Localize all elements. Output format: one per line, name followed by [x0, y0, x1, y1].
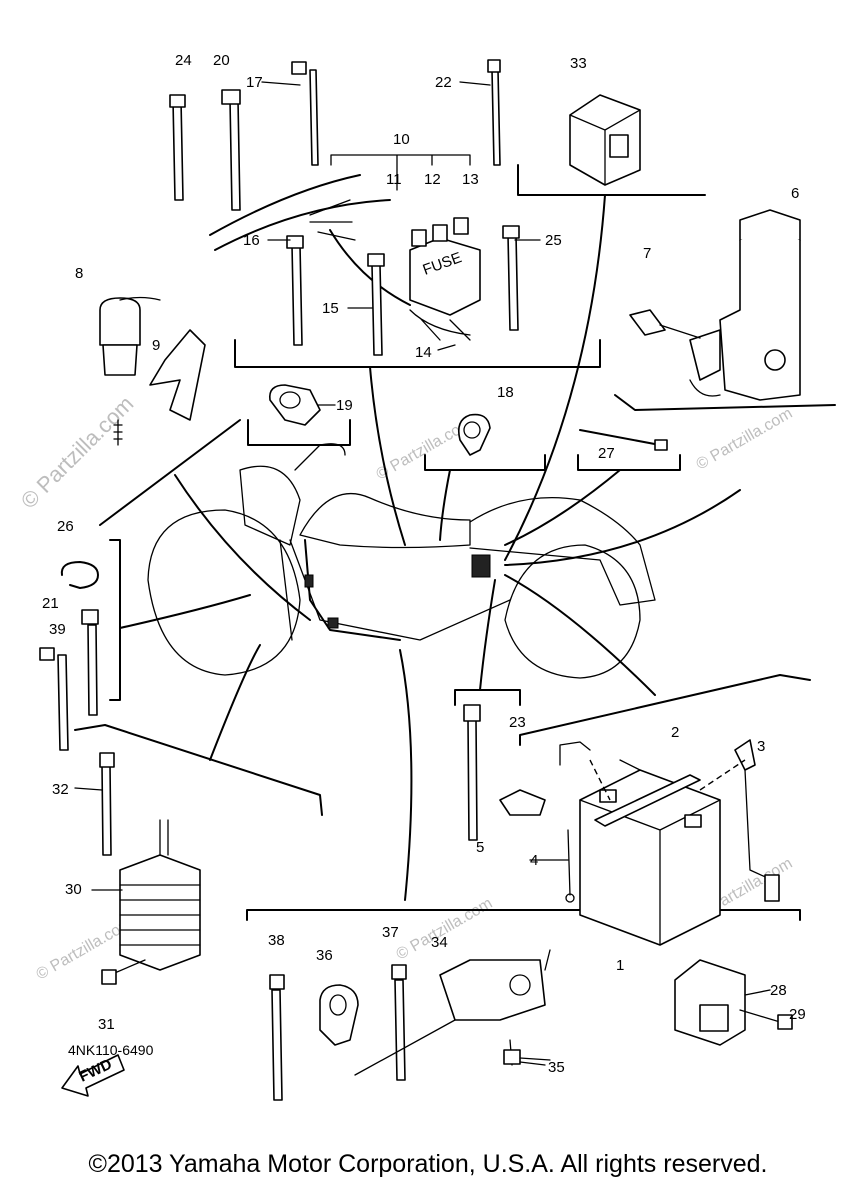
- drawing-code: 4NK110-6490: [68, 1042, 154, 1058]
- callout-21: 21: [42, 595, 59, 612]
- part-8-switch: [99, 296, 161, 446]
- callout-38: 38: [268, 932, 285, 949]
- callout-4: 4: [530, 852, 538, 869]
- group-brackets: [74, 164, 836, 921]
- battery-connection-dash: [589, 759, 746, 801]
- callout-9: 9: [152, 337, 160, 354]
- part-34-sensor: [354, 949, 551, 1076]
- callout-leaders: [74, 81, 771, 1066]
- callout-1: 1: [616, 957, 624, 974]
- bracket-relay: [517, 164, 706, 196]
- callout-25: 25: [545, 232, 562, 249]
- motorcycle-outline: [147, 443, 656, 679]
- callout-19: 19: [336, 397, 353, 414]
- callout-31: 31: [98, 1016, 115, 1033]
- callout-26: 26: [57, 518, 74, 535]
- callout-29: 29: [789, 1006, 806, 1023]
- fender: [239, 465, 301, 546]
- callout-18: 18: [497, 384, 514, 401]
- callout-27: 27: [598, 445, 615, 462]
- callout-14: 14: [415, 344, 432, 361]
- part-31-bolt: [101, 959, 146, 985]
- callout-28: 28: [770, 982, 787, 999]
- watermark: © Partzilla.com: [394, 895, 496, 964]
- part-7-bolt: [629, 309, 701, 339]
- part-29-screw: [739, 1009, 793, 1030]
- callout-17: 17: [246, 74, 263, 91]
- part-28-unit: [674, 959, 746, 1046]
- part-3-cable: [734, 739, 780, 902]
- callout-10: 10: [393, 131, 410, 148]
- callout-34: 34: [431, 934, 448, 951]
- callout-7: 7: [643, 245, 651, 262]
- fwd-arrow: FWD: [61, 1054, 125, 1097]
- part-33-relay: [569, 94, 641, 186]
- callout-3: 3: [757, 738, 765, 755]
- callout-5: 5: [476, 839, 484, 856]
- callout-37: 37: [382, 924, 399, 941]
- callout-16: 16: [243, 232, 260, 249]
- part-27-tie: [579, 429, 668, 451]
- bracket-left-top: [99, 419, 241, 526]
- part-2-strap: [594, 774, 701, 827]
- bracket-27: [577, 454, 681, 471]
- callout-20: 20: [213, 52, 230, 69]
- part-18-clamp: [457, 413, 491, 456]
- bracket-fusebox: [234, 339, 601, 368]
- part-36-clamp: [319, 984, 359, 1046]
- part-26-clip: [60, 561, 99, 589]
- harness-on-bike: [304, 539, 491, 641]
- part-4-cable: [559, 741, 591, 903]
- callout-12: 12: [424, 171, 441, 188]
- callout-15: 15: [322, 300, 339, 317]
- callout-23: 23: [509, 714, 526, 731]
- callout-11: 11: [386, 171, 402, 188]
- callout-32: 32: [52, 781, 69, 798]
- part-35-bolt: [503, 1039, 521, 1066]
- callout-8: 8: [75, 265, 83, 282]
- callout-35: 35: [548, 1059, 565, 1076]
- part-6-ignition: [689, 209, 801, 401]
- callout-36: 36: [316, 947, 333, 964]
- watermark: © Partzilla.com: [16, 391, 139, 514]
- front-wheel: [147, 509, 301, 676]
- bracket-19: [247, 419, 351, 446]
- callout-30: 30: [65, 881, 82, 898]
- seat: [469, 497, 656, 606]
- bracket-23: [454, 689, 521, 706]
- part-19-clamp: [268, 384, 321, 426]
- part-30-rectifier: [119, 819, 201, 971]
- part-5-holder: [499, 789, 546, 816]
- bracket-18: [424, 454, 546, 471]
- bracket-rectifier: [74, 724, 323, 816]
- bracket-battery: [519, 674, 811, 746]
- part-9-bracket: [149, 329, 206, 421]
- callout-33: 33: [570, 55, 587, 72]
- fuel-tank: [299, 493, 471, 549]
- fork: [279, 539, 293, 641]
- callout-numbers: 1 2 3 4 5 6 7 8 9 10 11 12 13 14 15 16 1…: [42, 52, 806, 1076]
- bracket-ignition: [614, 394, 836, 411]
- fusebox-assembly: FUSE: [209, 154, 481, 341]
- callout-39: 39: [49, 621, 66, 638]
- bracket-bottom: [246, 909, 801, 921]
- handlebar: [294, 443, 346, 471]
- callout-22: 22: [435, 74, 452, 91]
- callout-2: 2: [671, 724, 679, 741]
- watermark: © Partzilla.com: [694, 405, 796, 474]
- callout-13: 13: [462, 171, 479, 188]
- callout-24: 24: [175, 52, 192, 69]
- bracket-clips-left: [109, 539, 121, 701]
- callout-6: 6: [791, 185, 799, 202]
- leader-lines: [119, 194, 741, 901]
- copyright-notice: ©2013 Yamaha Motor Corporation, U.S.A. A…: [88, 1150, 768, 1178]
- rear-wheel: [504, 544, 641, 679]
- cable-ties: [39, 59, 520, 1101]
